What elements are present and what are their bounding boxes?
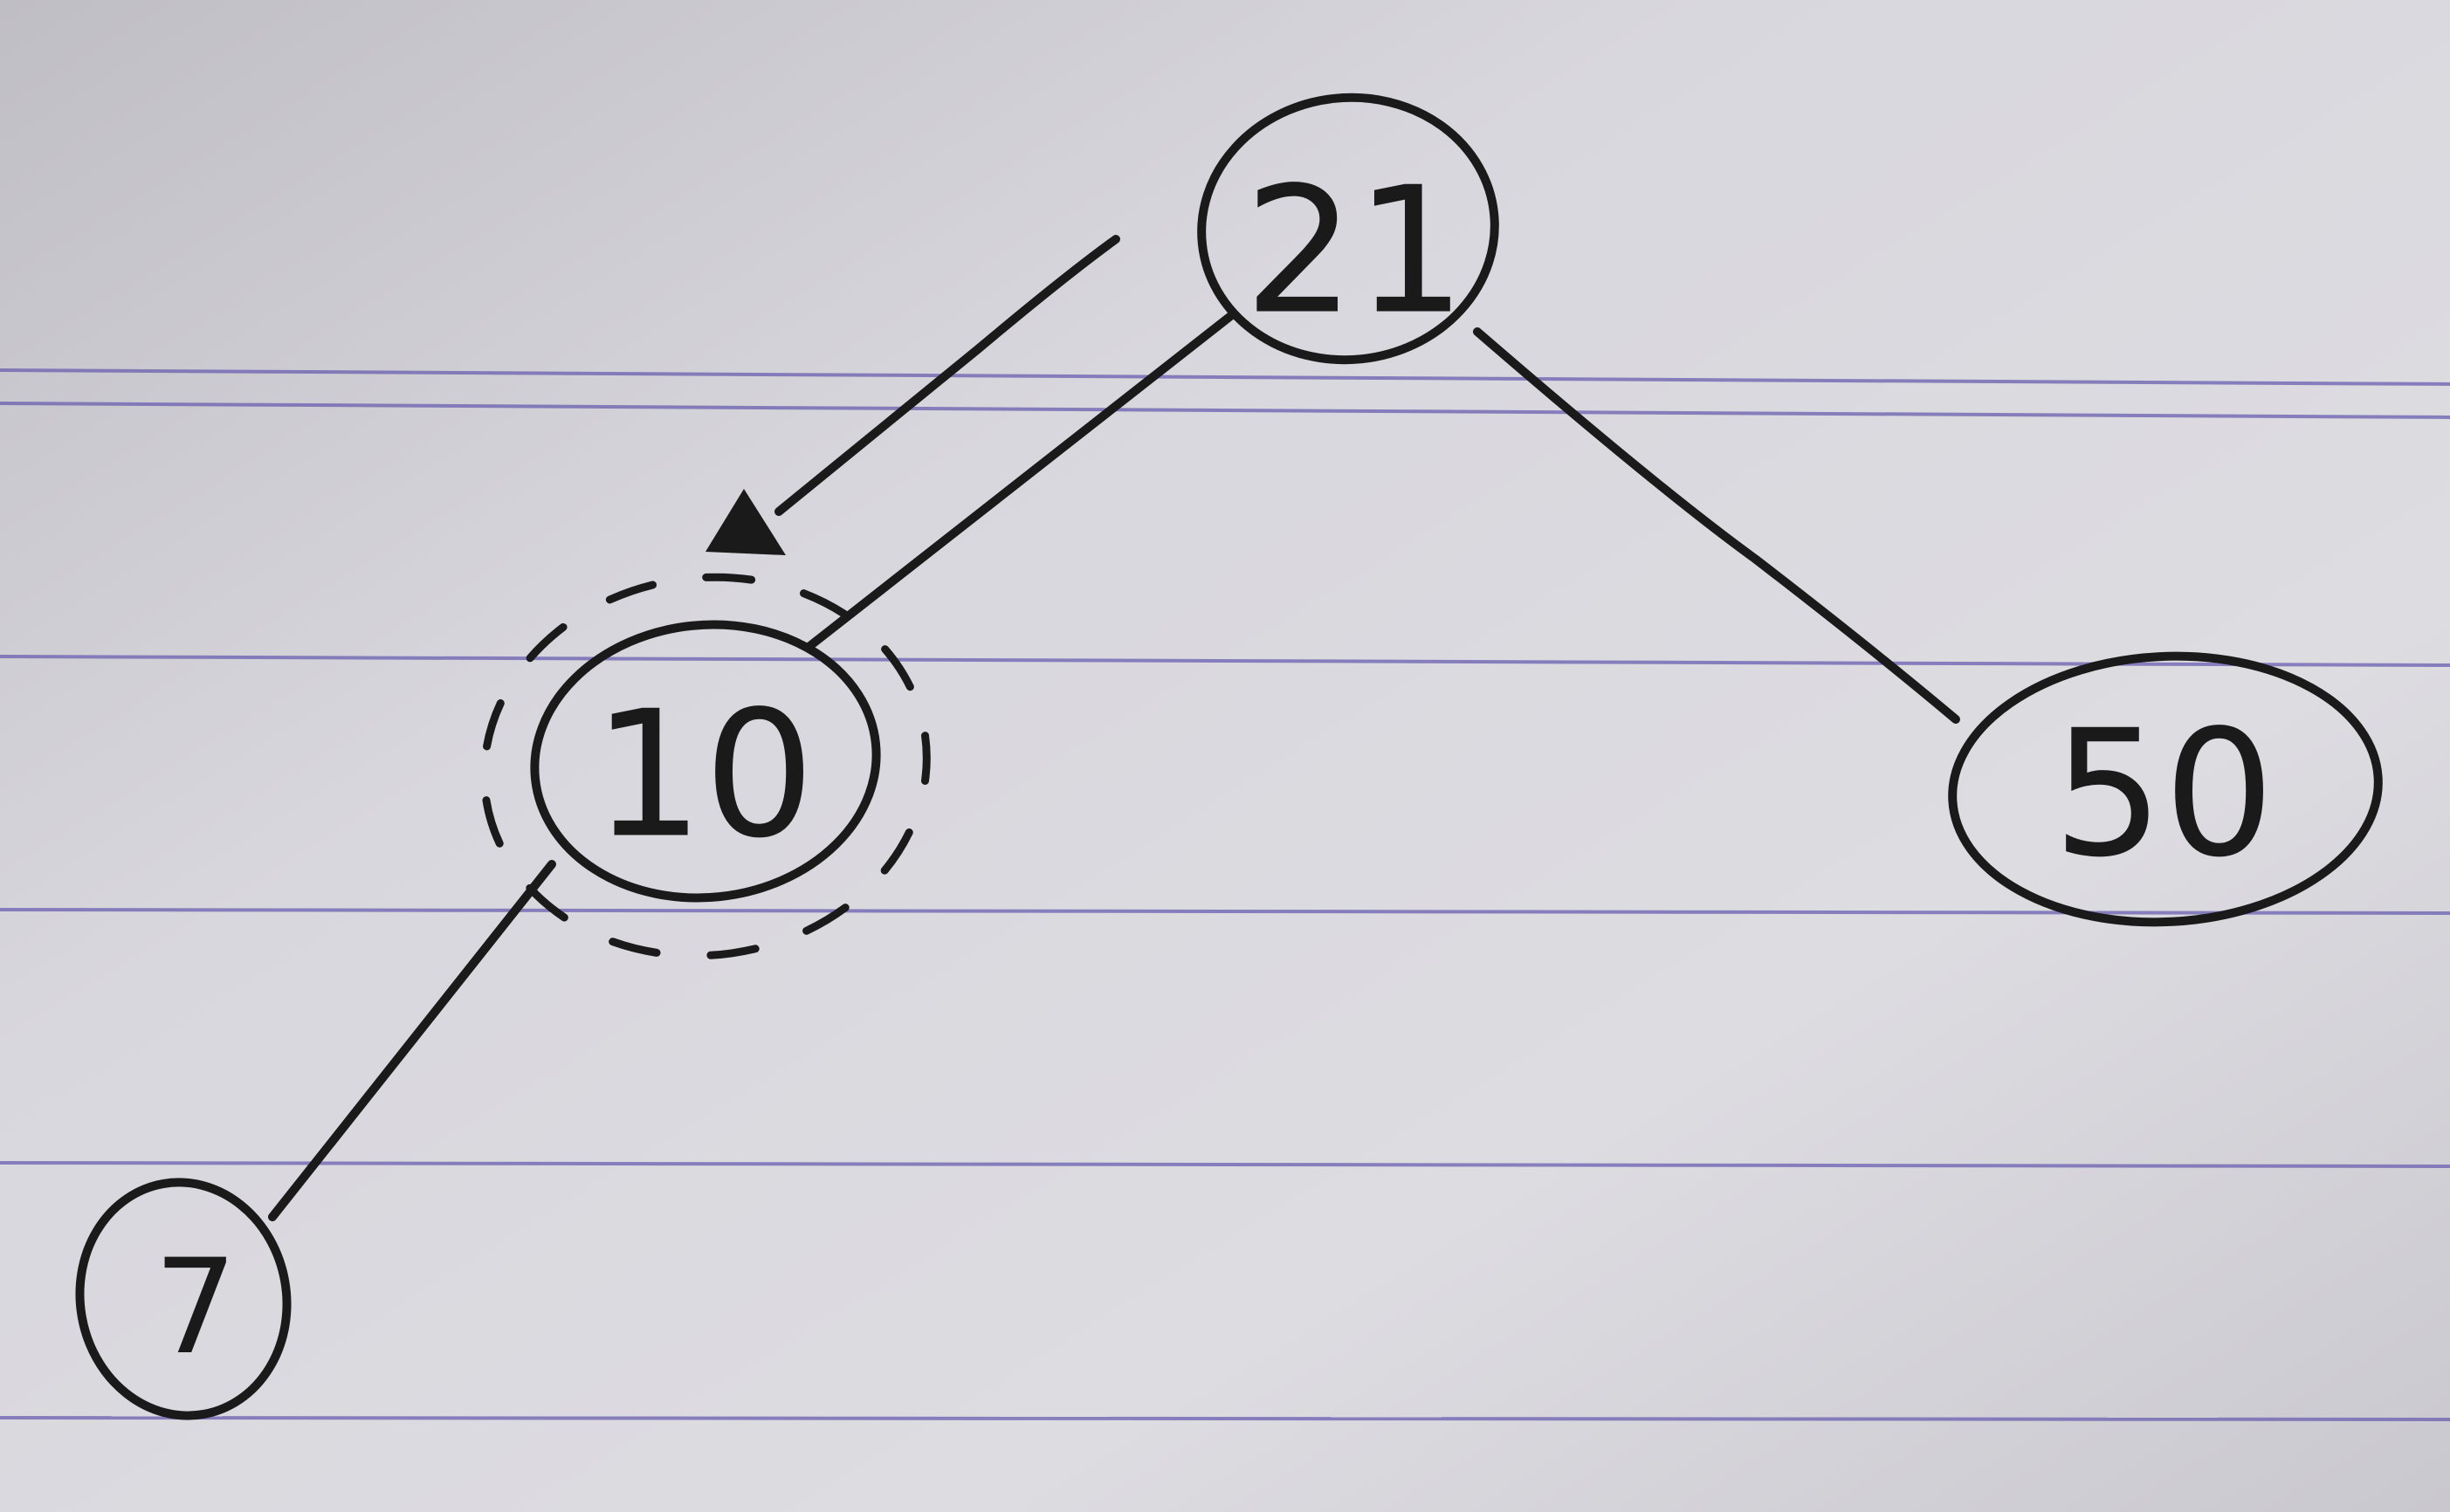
pointer-arrow [705,235,1120,555]
node-circle [1948,651,2383,927]
rule-line [0,368,2450,386]
node-label: 21 [1244,150,1467,354]
tree-edges [268,310,1960,1221]
highlight-dashed-circle [480,573,931,960]
node-circle [75,1178,292,1420]
node-label: 7 [154,1232,237,1384]
ruled-lines [0,368,2450,1421]
node-label: 10 [593,674,816,877]
rule-line [0,655,2450,667]
tree-node-50: 50 [1948,651,2383,927]
node-circle [530,620,881,903]
node-circle [1197,93,1499,365]
tree-node-7: 7 [75,1178,292,1420]
edge-10-7 [268,860,556,1221]
tree-node-21: 21 [1197,93,1499,365]
node-label: 50 [2053,693,2275,897]
rule-line [0,1161,2450,1168]
edge-21-10 [803,310,1237,652]
pointer-arrow-shaft [774,235,1120,516]
rule-line [0,1416,2450,1421]
arrowhead-icon [705,489,786,555]
edge-21-50 [1473,327,1960,724]
tree-node-10: 10 [530,620,881,903]
rule-line [0,402,2450,419]
